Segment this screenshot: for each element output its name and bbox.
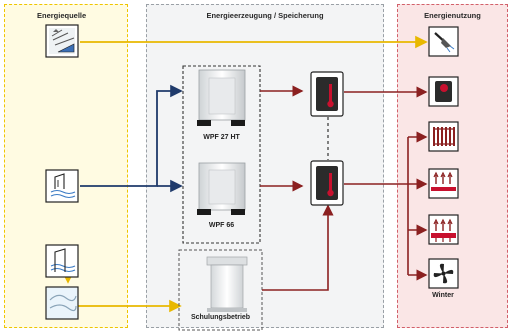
heat-flow-line xyxy=(260,85,428,291)
energy-generation-title: Energieerzeugung / Speicherung xyxy=(206,11,324,20)
radiator-icon xyxy=(428,121,459,152)
energy-generation-panel: Energieerzeugung / Speicherung xyxy=(146,4,384,328)
buffer-storage-icon xyxy=(310,160,344,206)
storage-tank-icon xyxy=(206,256,248,312)
floor-heating-cooling-icon xyxy=(428,214,459,245)
training-unit-label: Schulungsbetrieb xyxy=(190,314,251,321)
heat-pump-2-label: WPF 66 xyxy=(208,222,235,229)
energy-use-title: Energienutzung xyxy=(424,11,481,20)
groundwater-well-icon xyxy=(45,244,79,278)
fan-cooling-icon xyxy=(428,258,459,289)
heat-pump-icon xyxy=(197,69,246,126)
heat-pump-group xyxy=(182,65,261,244)
hot-water-tank-icon xyxy=(428,76,459,107)
heat-pump-icon xyxy=(197,162,246,215)
buffer-storage-icon xyxy=(310,71,344,117)
air-source-icon xyxy=(45,286,79,320)
shower-icon xyxy=(428,26,459,57)
solar-collector-icon xyxy=(45,24,79,58)
heat-pump-1-label: WPF 27 HT xyxy=(203,134,240,141)
underfloor-heating-icon xyxy=(428,168,459,199)
geothermal-probe-icon xyxy=(45,169,79,203)
energy-source-title: Energiequelle xyxy=(37,11,87,20)
geothermal-flow-line xyxy=(80,84,183,193)
winter-label: Winter xyxy=(432,292,454,299)
